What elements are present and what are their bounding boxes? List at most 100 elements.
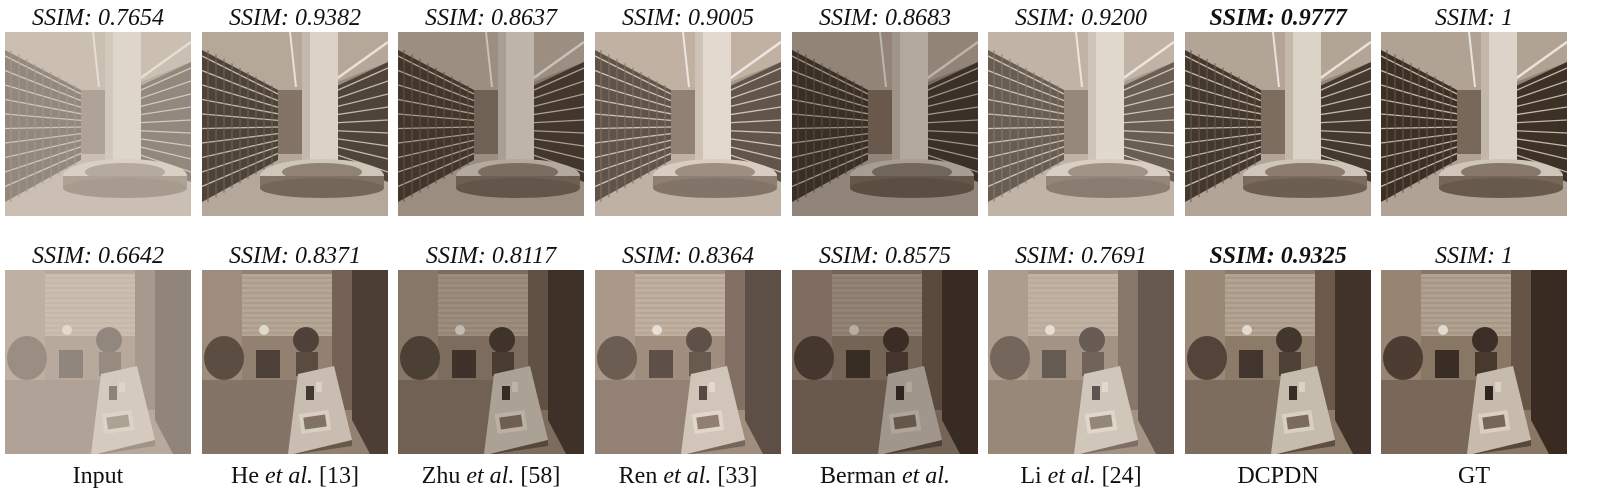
ssim-label: SSIM: <box>32 243 92 269</box>
image-canvas <box>792 32 978 216</box>
ssim-label: SSIM: <box>1015 5 1075 31</box>
result-image <box>5 32 191 216</box>
caption-etal: et al. <box>265 463 313 489</box>
ssim-label: SSIM: <box>819 5 879 31</box>
caption-etal: et al. <box>901 463 950 489</box>
ssim-label: SSIM: <box>1015 243 1075 269</box>
scene-library <box>988 32 1174 216</box>
scene-library <box>595 32 781 216</box>
scene-library <box>1185 32 1371 216</box>
ssim-value: 0.8637 <box>484 5 557 31</box>
caption-ref: [13] <box>313 463 359 489</box>
ssim-label: SSIM: <box>1435 243 1495 269</box>
ssim-score: SSIM: 0.7654 <box>5 4 191 32</box>
ssim-score: SSIM: 1 <box>1381 242 1567 270</box>
ssim-score: SSIM: 0.8364 <box>595 242 781 270</box>
ssim-value: 0.8575 <box>878 243 951 269</box>
result-image <box>595 270 781 454</box>
image-canvas <box>202 270 388 454</box>
method-caption: Zhu et al. [58] <box>398 462 584 490</box>
result-image <box>792 270 978 454</box>
ssim-value: 0.8117 <box>485 243 557 269</box>
ssim-value: 0.8364 <box>681 243 754 269</box>
image-canvas <box>5 270 191 454</box>
ssim-value: 0.9777 <box>1274 5 1347 31</box>
result-image <box>1381 270 1567 454</box>
ssim-value: 1 <box>1494 5 1513 31</box>
caption-etal: et al. <box>663 463 712 489</box>
ssim-label: SSIM: <box>425 243 486 269</box>
ssim-value: 0.7691 <box>1074 243 1147 269</box>
scene-room <box>595 270 781 454</box>
image-canvas <box>5 32 191 216</box>
ssim-score: SSIM: 0.8371 <box>202 242 388 270</box>
method-caption: Input <box>5 462 191 490</box>
ssim-score: SSIM: 1 <box>1381 4 1567 32</box>
scene-library <box>792 32 978 216</box>
method-caption: GT <box>1381 462 1567 490</box>
ssim-label: SSIM: <box>819 243 879 269</box>
image-canvas <box>792 270 978 454</box>
caption-name: DCPDN <box>1237 463 1319 489</box>
result-image <box>398 32 584 216</box>
ssim-score: SSIM: 0.7691 <box>988 242 1174 270</box>
ssim-value: 0.6642 <box>91 243 164 269</box>
image-canvas <box>1185 270 1371 454</box>
method-caption: Ren et al. [33] <box>595 462 781 490</box>
result-image <box>988 270 1174 454</box>
ssim-score: SSIM: 0.9325 <box>1185 242 1371 270</box>
caption-ref: [33] <box>711 463 758 489</box>
scene-library <box>1381 32 1567 216</box>
scene-room <box>1381 270 1567 454</box>
ssim-label: SSIM: <box>1435 5 1495 31</box>
caption-name: He <box>231 463 265 489</box>
result-image <box>792 32 978 216</box>
result-image <box>988 32 1174 216</box>
ssim-score: SSIM: 0.8683 <box>792 4 978 32</box>
caption-name: Input <box>72 463 124 489</box>
result-image <box>1185 270 1371 454</box>
method-caption: Li et al. [24] <box>988 462 1174 490</box>
scene-room <box>5 270 191 454</box>
ssim-label: SSIM: <box>622 243 682 269</box>
scene-room <box>1185 270 1371 454</box>
ssim-value: 0.8371 <box>288 243 361 269</box>
caption-name: Ren <box>618 463 664 489</box>
result-image <box>5 270 191 454</box>
caption-name: Li <box>1020 463 1048 489</box>
ssim-score: SSIM: 0.8637 <box>398 4 584 32</box>
caption-ref: [24] <box>1095 463 1142 489</box>
ssim-value: 0.9005 <box>681 5 754 31</box>
scene-library <box>398 32 584 216</box>
result-image <box>202 270 388 454</box>
ssim-score: SSIM: 0.9200 <box>988 4 1174 32</box>
image-canvas <box>398 32 584 216</box>
method-caption: Berman et al. <box>792 462 978 490</box>
result-image <box>595 32 781 216</box>
ssim-label: SSIM: <box>229 5 289 31</box>
scene-room <box>792 270 978 454</box>
ssim-score: SSIM: 0.9777 <box>1185 4 1371 32</box>
scene-room <box>202 270 388 454</box>
scene-library <box>5 32 191 216</box>
scene-room <box>398 270 584 454</box>
caption-etal: et al. <box>1047 463 1096 489</box>
image-canvas <box>595 270 781 454</box>
caption-ref: [58] <box>514 463 561 489</box>
result-image <box>1381 32 1567 216</box>
ssim-label: SSIM: <box>622 5 682 31</box>
result-image <box>398 270 584 454</box>
ssim-label: SSIM: <box>1209 243 1275 269</box>
caption-name: Zhu <box>421 463 467 489</box>
ssim-value: 1 <box>1494 243 1513 269</box>
caption-etal: et al. <box>466 463 515 489</box>
result-image <box>202 32 388 216</box>
ssim-value: 0.9325 <box>1274 243 1347 269</box>
ssim-score: SSIM: 0.8575 <box>792 242 978 270</box>
image-canvas <box>398 270 584 454</box>
image-canvas <box>1381 270 1567 454</box>
image-canvas <box>988 270 1174 454</box>
image-canvas <box>1381 32 1567 216</box>
ssim-value: 0.9382 <box>288 5 361 31</box>
